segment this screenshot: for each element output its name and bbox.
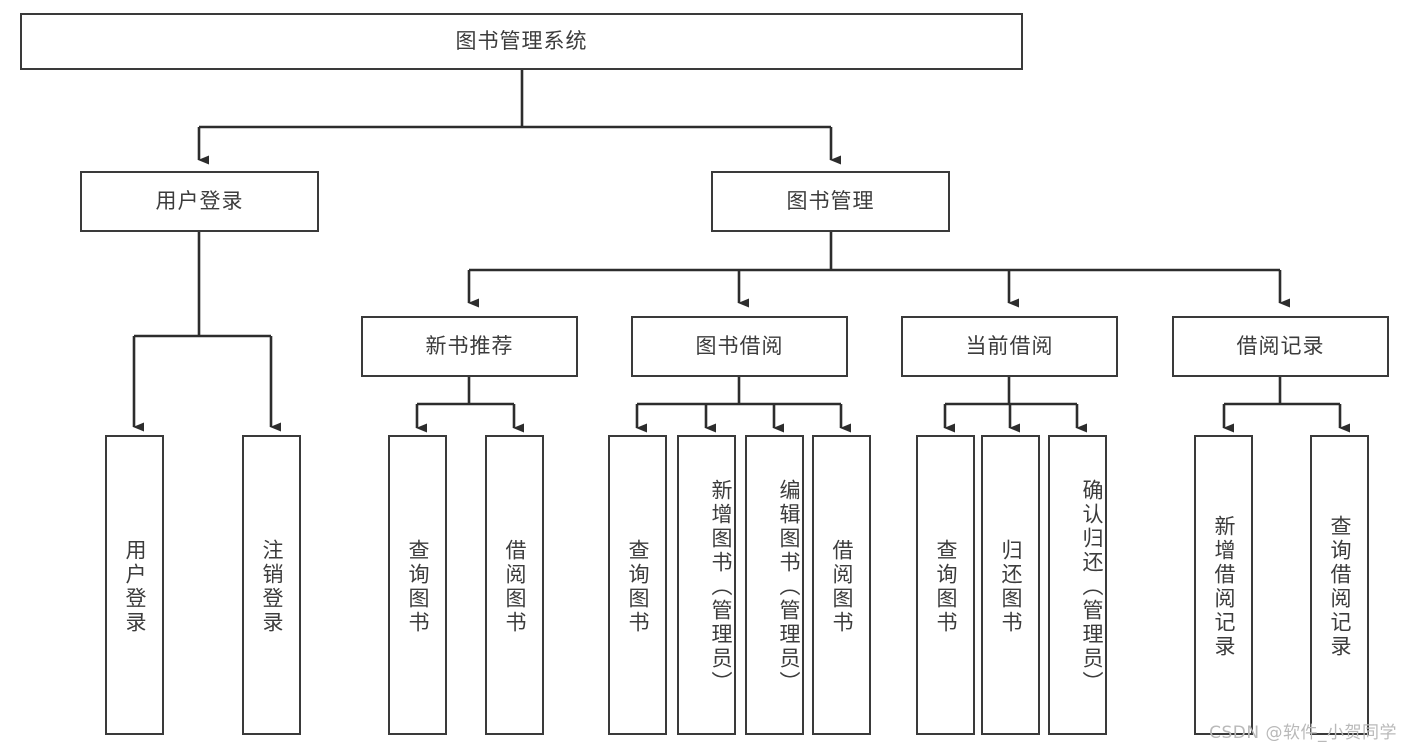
node-user-login[interactable]: 用户登录 xyxy=(80,171,319,232)
node-current-borrow[interactable]: 当前借阅 xyxy=(901,316,1118,377)
node-book-manage[interactable]: 图书管理 xyxy=(711,171,950,232)
leaf-query-book-current[interactable]: 查询图书 xyxy=(916,435,975,735)
leaf-query-book-recommend[interactable]: 查询图书 xyxy=(388,435,447,735)
node-borrow-record[interactable]: 借阅记录 xyxy=(1172,316,1389,377)
leaf-query-borrow-record[interactable]: 查询借阅记录 xyxy=(1310,435,1369,735)
leaf-add-book[interactable]: 新增图书（管理员） xyxy=(677,435,736,735)
leaf-borrow-book-recommend[interactable]: 借阅图书 xyxy=(485,435,544,735)
leaf-user-logout[interactable]: 注销登录 xyxy=(242,435,301,735)
leaf-confirm-return[interactable]: 确认归还（管理员） xyxy=(1048,435,1107,735)
leaf-borrow-book[interactable]: 借阅图书 xyxy=(812,435,871,735)
node-new-book-recommend[interactable]: 新书推荐 xyxy=(361,316,578,377)
leaf-user-login[interactable]: 用户登录 xyxy=(105,435,164,735)
leaf-query-book-borrow[interactable]: 查询图书 xyxy=(608,435,667,735)
node-book-borrow[interactable]: 图书借阅 xyxy=(631,316,848,377)
csdn-watermark: CSDN @软件_小贺同学 xyxy=(1209,723,1397,743)
leaf-edit-book[interactable]: 编辑图书（管理员） xyxy=(745,435,804,735)
leaf-add-borrow-record[interactable]: 新增借阅记录 xyxy=(1194,435,1253,735)
node-root-system[interactable]: 图书管理系统 xyxy=(20,13,1023,70)
leaf-return-book[interactable]: 归还图书 xyxy=(981,435,1040,735)
